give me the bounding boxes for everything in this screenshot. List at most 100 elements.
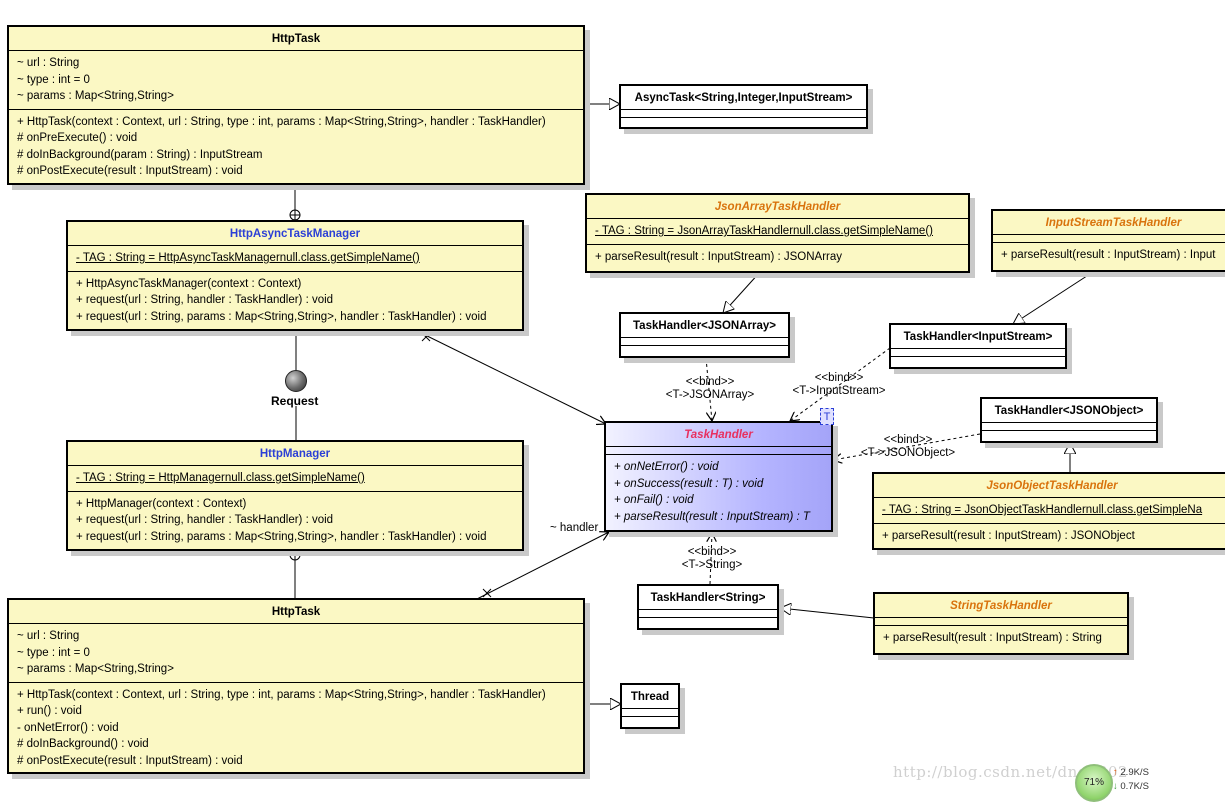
- operations-section: + onNetError() : void + onSuccess(result…: [606, 454, 831, 529]
- attributes-section: - TAG : String = HttpManagernull.class.g…: [68, 465, 522, 491]
- operation: - onNetError() : void: [17, 721, 119, 734]
- operations-section: + parseResult(result : InputStream) : St…: [875, 625, 1127, 651]
- generalization-inputstream: [1013, 271, 1094, 324]
- class-taskhandler-jsonobject[interactable]: TaskHandler<JSONObject>: [980, 397, 1158, 443]
- bind-label-jsonobject: <<bind>> <T->JSONObject>: [852, 434, 964, 460]
- interface-name: TaskHandler: [684, 429, 753, 441]
- operations-section: + parseResult(result : InputStream) : JS…: [874, 522, 1225, 549]
- class-name: TaskHandler<JSONObject>: [994, 405, 1144, 417]
- class-httptask-bottom[interactable]: HttpTask ~ url : String ~ type : int = 0…: [7, 598, 585, 774]
- class-taskhandler-jsonarray[interactable]: TaskHandler<JSONArray>: [619, 312, 790, 358]
- attribute: - TAG : String = JsonObjectTaskHandlernu…: [882, 504, 1203, 516]
- class-name: HttpTask: [271, 33, 321, 45]
- class-name: HttpAsyncTaskManager: [229, 228, 361, 240]
- attribute: ~ type : int = 0: [17, 73, 90, 86]
- bind-label-string: <<bind>> <T->String>: [670, 546, 754, 572]
- attributes-section: - TAG : String = JsonArrayTaskHandlernul…: [587, 218, 968, 244]
- attributes-section: ~ url : String ~ type : int = 0 ~ params…: [9, 623, 583, 682]
- class-asynctask[interactable]: AsyncTask<String,Integer,InputStream>: [619, 84, 868, 129]
- attribute: - TAG : String = JsonArrayTaskHandlernul…: [595, 225, 933, 237]
- operation: # doInBackground(param : String) : Input…: [17, 148, 263, 161]
- operations-section: + HttpManager(context : Context) + reque…: [68, 490, 522, 550]
- operation: + request(url : String, handler : TaskHa…: [76, 514, 334, 526]
- class-name: JsonObjectTaskHandler: [986, 480, 1118, 492]
- class-taskhandler-inputstream[interactable]: TaskHandler<InputStream>: [889, 323, 1067, 369]
- upload-arrow-icon: ↑: [1113, 767, 1118, 778]
- association-asyncmanager-taskhandler: [414, 329, 606, 424]
- class-name: HttpTask: [271, 606, 321, 618]
- attributes-section: ~ url : String ~ type : int = 0 ~ params…: [9, 50, 583, 109]
- class-name: JsonArrayTaskHandler: [714, 201, 841, 213]
- class-name: TaskHandler<InputStream>: [903, 331, 1053, 343]
- class-httptask-top[interactable]: HttpTask ~ url : String ~ type : int = 0…: [7, 25, 585, 185]
- association-role-handler: ~ handler: [550, 522, 599, 534]
- class-name: Thread: [630, 691, 670, 703]
- operations-section: + HttpTask(context : Context, url : Stri…: [9, 681, 583, 773]
- bind-label-jsonarray: <<bind>> <T->JSONArray>: [660, 376, 760, 402]
- bind-stereotype: <<bind>>: [883, 434, 933, 446]
- class-jsonarraytaskhandler[interactable]: JsonArrayTaskHandler - TAG : String = Js…: [585, 193, 970, 273]
- attributes-section: - TAG : String = HttpAsyncTaskManagernul…: [68, 245, 522, 271]
- operation: + HttpAsyncTaskManager(context : Context…: [76, 277, 302, 290]
- operation: + parseResult(result : InputStream) : T: [614, 510, 810, 523]
- interface-taskhandler[interactable]: TaskHandler + onNetError() : void + onSu…: [604, 421, 833, 532]
- operation: + onSuccess(result : T) : void: [614, 477, 764, 490]
- attribute: ~ type : int = 0: [17, 646, 90, 659]
- class-name: InputStreamTaskHandler: [1045, 217, 1182, 229]
- operations-section: + HttpAsyncTaskManager(context : Context…: [68, 270, 522, 330]
- bind-stereotype: <<bind>>: [685, 376, 735, 388]
- operation: + parseResult(result : InputStream) : St…: [883, 632, 1102, 644]
- operation: + HttpTask(context : Context, url : Stri…: [17, 115, 546, 128]
- operations-section: + parseResult(result : InputStream) : In…: [993, 242, 1225, 268]
- operations-section: + parseResult(result : InputStream) : JS…: [587, 243, 968, 270]
- bind-mapping: <T->JSONArray>: [665, 389, 755, 401]
- class-thread[interactable]: Thread: [620, 683, 680, 729]
- class-name: HttpManager: [259, 448, 331, 460]
- class-name: StringTaskHandler: [950, 600, 1052, 612]
- bind-mapping: <T->InputStream>: [792, 385, 886, 397]
- memory-gauge: 71%: [1075, 764, 1113, 802]
- operation: + request(url : String, handler : TaskHa…: [76, 294, 334, 306]
- operation: # onPreExecute() : void: [17, 132, 138, 144]
- bind-mapping: <T->JSONObject>: [860, 447, 956, 459]
- operation: + parseResult(result : InputStream) : In…: [1001, 249, 1216, 261]
- attribute: - TAG : String = HttpManagernull.class.g…: [76, 472, 365, 484]
- operation: + parseResult(result : InputStream) : JS…: [882, 529, 1135, 542]
- operation: + run() : void: [17, 705, 82, 717]
- attribute: ~ params : Map<String,String>: [17, 90, 174, 102]
- operation: + request(url : String, params : Map<Str…: [76, 310, 487, 323]
- bind-mapping: <T->String>: [681, 559, 743, 571]
- class-httpmanager[interactable]: HttpManager - TAG : String = HttpManager…: [66, 440, 524, 551]
- attribute: ~ url : String: [17, 630, 80, 642]
- operation: + onNetError() : void: [614, 461, 719, 473]
- operation: # onPostExecute(result : InputStream) : …: [17, 165, 243, 177]
- operation: + HttpManager(context : Context): [76, 497, 247, 510]
- class-inputstreamtaskhandler[interactable]: InputStreamTaskHandler + parseResult(res…: [991, 209, 1225, 272]
- bind-stereotype: <<bind>>: [814, 372, 864, 384]
- class-taskhandler-string[interactable]: TaskHandler<String>: [637, 584, 779, 630]
- operation: + parseResult(result : InputStream) : JS…: [595, 250, 843, 263]
- upload-speed: 2.9K/S: [1120, 767, 1149, 778]
- operations-section: + HttpTask(context : Context, url : Stri…: [9, 108, 583, 184]
- class-stringtaskhandler[interactable]: StringTaskHandler + parseResult(result :…: [873, 592, 1129, 655]
- download-arrow-icon: ↓: [1113, 781, 1118, 792]
- download-speed: 0.7K/S: [1120, 781, 1149, 792]
- attributes-section: - TAG : String = JsonObjectTaskHandlernu…: [874, 497, 1225, 523]
- operation: # doInBackground() : void: [17, 738, 149, 750]
- class-jsonobjecttaskhandler[interactable]: JsonObjectTaskHandler - TAG : String = J…: [872, 472, 1225, 550]
- generalization-string: [780, 608, 875, 619]
- bind-stereotype: <<bind>>: [687, 546, 737, 558]
- type-parameter-badge: T: [820, 408, 834, 425]
- network-speed-widget: 71% ↑ 2.9K/S ↓ 0.7K/S: [1073, 760, 1183, 802]
- class-name: TaskHandler<JSONArray>: [633, 320, 776, 332]
- operation: # onPostExecute(result : InputStream) : …: [17, 754, 243, 767]
- operation: + request(url : String, params : Map<Str…: [76, 530, 487, 543]
- bind-label-inputstream: <<bind>> <T->InputStream>: [786, 372, 892, 398]
- class-httpasynctaskmanager[interactable]: HttpAsyncTaskManager - TAG : String = Ht…: [66, 220, 524, 331]
- class-name: AsyncTask<String,Integer,InputStream>: [634, 92, 853, 104]
- operation: + HttpTask(context : Context, url : Stri…: [17, 688, 546, 701]
- generalization-jsonarray: [723, 271, 761, 313]
- attribute: - TAG : String = HttpAsyncTaskManagernul…: [76, 252, 420, 264]
- attribute: ~ url : String: [17, 57, 80, 69]
